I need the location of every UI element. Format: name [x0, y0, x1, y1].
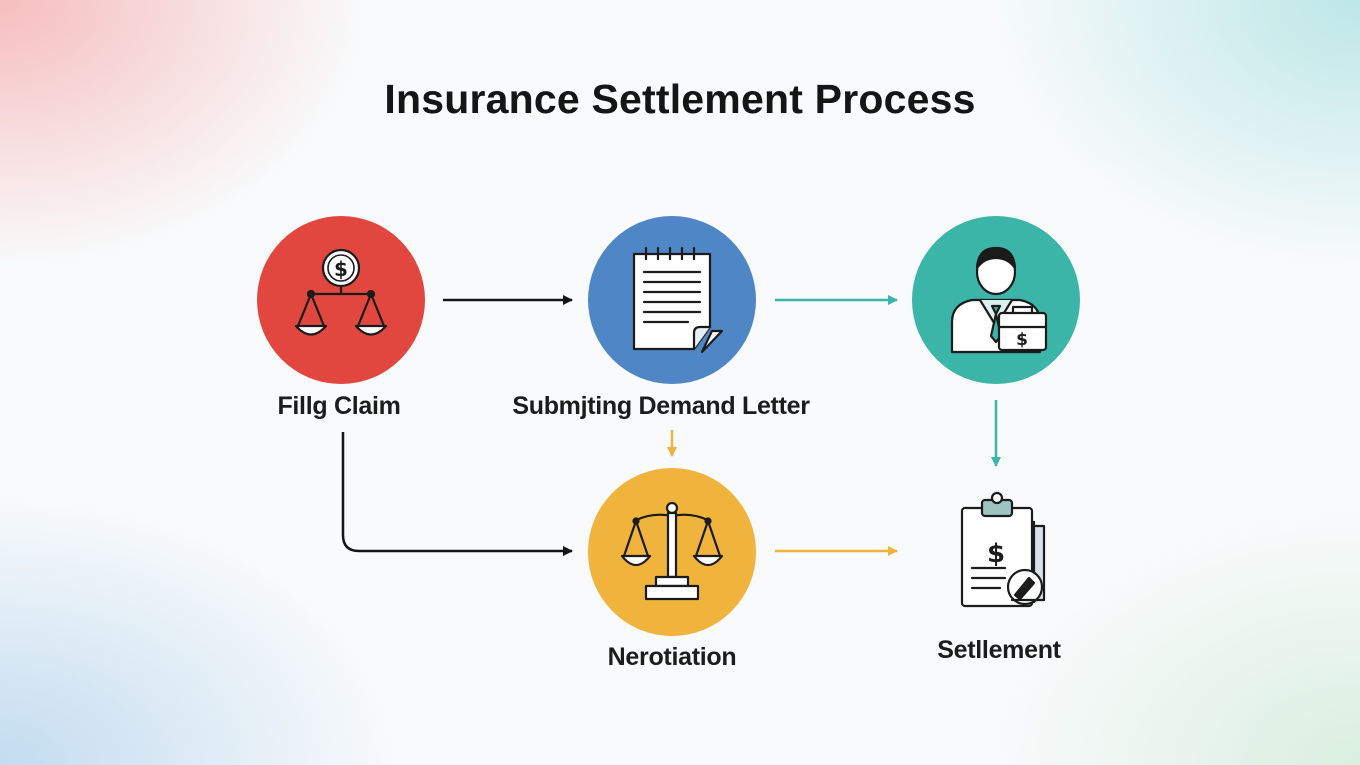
node-label-demand-letter: Submjting Demand Letter: [512, 392, 810, 420]
node-filing-claim: $: [257, 216, 425, 384]
node-label-settlement: Setllement: [937, 636, 1061, 664]
dollar-sign-icon: $: [334, 257, 348, 281]
node-demand-letter: [588, 216, 756, 384]
node-settlement: $: [960, 491, 1046, 608]
edge-filing-to-negotiation: [341, 432, 573, 556]
scales-dollar-icon: [294, 248, 388, 336]
clipboard-dollar-icon: [960, 491, 1046, 608]
node-negotiation: [588, 468, 756, 636]
node-adjuster: $: [912, 216, 1080, 384]
scales-icon: [620, 501, 724, 601]
dollar-sign-icon: $: [987, 539, 1005, 569]
document-icon: [632, 246, 724, 354]
node-label-filing-claim: Fillg Claim: [277, 392, 401, 420]
page-title: Insurance Settlement Process: [384, 76, 976, 122]
adjuster-briefcase-icon: [950, 246, 1048, 354]
dollar-sign-icon: $: [1016, 330, 1028, 350]
node-label-negotiation: Nerotiation: [607, 643, 737, 671]
